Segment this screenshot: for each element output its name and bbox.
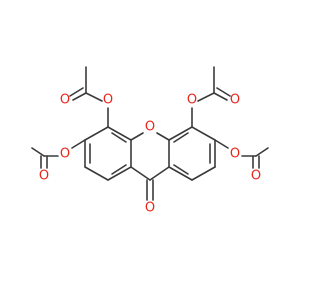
structure-canvas: O O O O O O O O O O	[31, 66, 269, 216]
atom-o-carbonyl-2: O	[39, 169, 49, 184]
bond	[173, 132, 189, 143]
bond	[84, 166, 109, 181]
bond	[156, 132, 170, 141]
bond	[72, 92, 87, 101]
bond	[214, 139, 229, 149]
atom-o-ester-2: O	[60, 147, 70, 162]
bond	[168, 126, 193, 141]
bond	[85, 92, 103, 102]
atom-labels: O O O O O O O O O O	[39, 93, 261, 216]
bond	[168, 166, 193, 181]
bond	[173, 164, 189, 175]
atom-o-carbonyl-1: O	[60, 93, 70, 108]
bond	[197, 92, 215, 102]
bond	[111, 132, 127, 143]
bond	[149, 166, 170, 181]
atom-o-carbonyl-3: O	[230, 93, 240, 108]
bond	[84, 126, 109, 141]
bonds	[31, 66, 269, 201]
bond	[107, 166, 132, 181]
bond	[191, 166, 216, 181]
bond	[130, 132, 144, 141]
atom-o-carbonyl-4: O	[251, 169, 261, 184]
bond	[130, 166, 151, 181]
bond	[111, 164, 127, 175]
atom-o-ester-4: O	[230, 147, 240, 162]
bond	[191, 126, 216, 141]
bond	[31, 147, 45, 157]
bond	[213, 92, 228, 101]
bond	[255, 147, 269, 157]
bond	[216, 87, 231, 97]
molecule-diagram: O O O O O O O O O O	[31, 66, 269, 216]
atom-o-ester-1: O	[103, 93, 113, 108]
atom-o-ketone: O	[145, 201, 155, 216]
bond	[107, 126, 132, 141]
atom-o-ester-3: O	[187, 93, 197, 108]
atom-o-ring: O	[145, 120, 155, 135]
bond	[69, 87, 84, 97]
bond	[71, 139, 86, 149]
